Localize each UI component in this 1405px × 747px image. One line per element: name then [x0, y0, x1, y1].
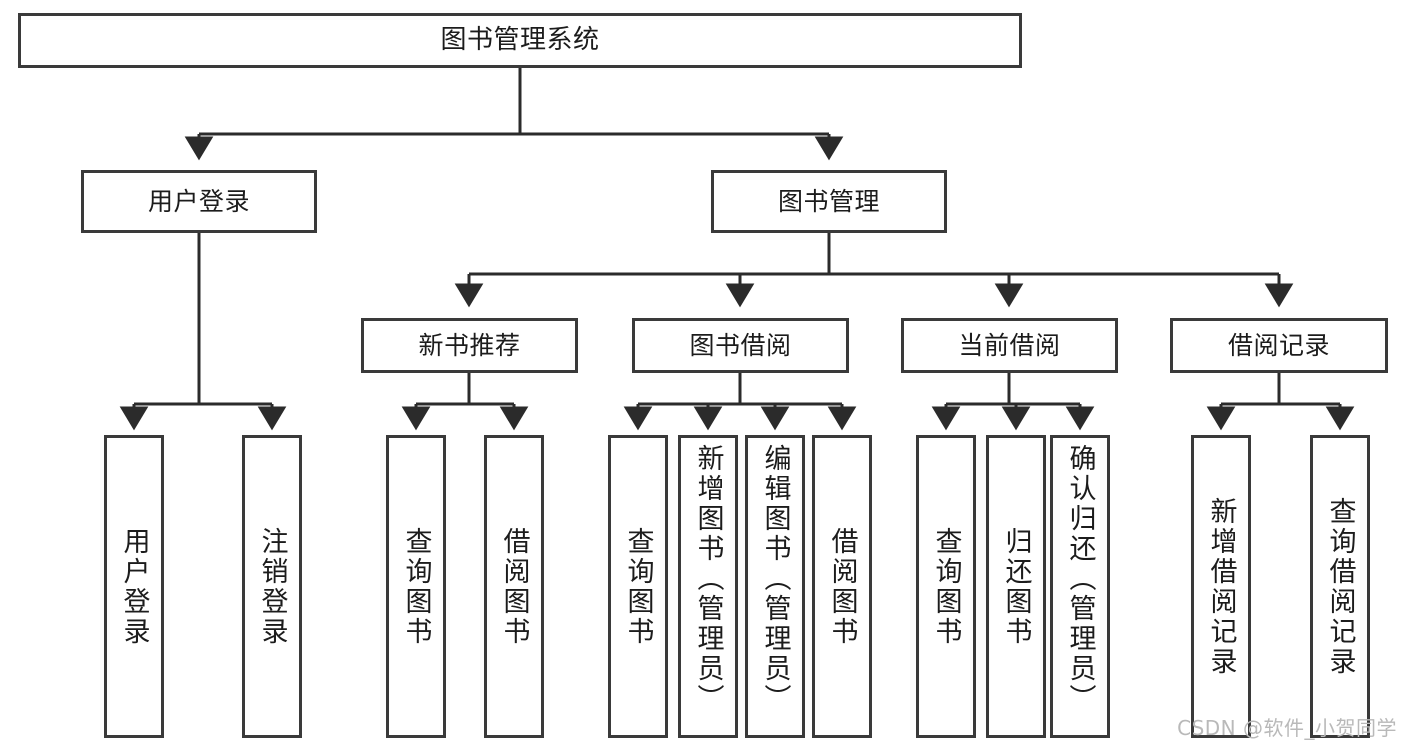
- node-label: 借阅图书: [826, 526, 858, 647]
- node-label: 查询图书: [930, 526, 962, 647]
- node-label: 注销登录: [256, 526, 288, 647]
- node-label: 新书推荐: [418, 330, 521, 360]
- node-leaf-return-book[interactable]: 归还图书: [986, 435, 1046, 738]
- node-leaf-borrow-book-recommendation[interactable]: 借阅图书: [484, 435, 544, 738]
- node-label: 当前借阅: [958, 330, 1061, 360]
- node-label: 新增借阅记录: [1205, 496, 1237, 677]
- node-leaf-query-book-borrowing[interactable]: 查询图书: [608, 435, 668, 738]
- node-leaf-add-book-admin[interactable]: 新增图书（管理员）: [678, 435, 738, 738]
- node-label: 查询借阅记录: [1324, 496, 1356, 677]
- node-user-login[interactable]: 用户登录: [81, 170, 317, 233]
- node-label: 归还图书: [1000, 526, 1032, 647]
- node-leaf-user-login[interactable]: 用户登录: [104, 435, 164, 738]
- node-leaf-query-book-current[interactable]: 查询图书: [916, 435, 976, 738]
- node-new-book-recommendation[interactable]: 新书推荐: [361, 318, 578, 373]
- node-root-book-management-system[interactable]: 图书管理系统: [18, 13, 1022, 68]
- node-book-borrowing[interactable]: 图书借阅: [632, 318, 849, 373]
- node-label: 借阅图书: [498, 526, 530, 647]
- node-borrowing-record[interactable]: 借阅记录: [1170, 318, 1388, 373]
- node-label: 用户登录: [118, 526, 150, 647]
- node-label: 查询图书: [622, 526, 654, 647]
- node-leaf-confirm-return-admin[interactable]: 确认归还（管理员）: [1050, 435, 1110, 738]
- node-label: 编辑图书（管理员）: [759, 444, 791, 714]
- node-leaf-query-book-recommendation[interactable]: 查询图书: [386, 435, 446, 738]
- node-leaf-user-logout[interactable]: 注销登录: [242, 435, 302, 738]
- node-label: 确认归还（管理员）: [1064, 444, 1096, 714]
- node-book-management[interactable]: 图书管理: [711, 170, 947, 233]
- node-label: 新增图书（管理员）: [692, 444, 724, 714]
- node-leaf-borrow-book[interactable]: 借阅图书: [812, 435, 872, 738]
- node-label: 借阅记录: [1227, 330, 1330, 360]
- node-current-borrowing[interactable]: 当前借阅: [901, 318, 1118, 373]
- node-label: 查询图书: [400, 526, 432, 647]
- node-leaf-edit-book-admin[interactable]: 编辑图书（管理员）: [745, 435, 805, 738]
- node-leaf-query-borrowing-record[interactable]: 查询借阅记录: [1310, 435, 1370, 738]
- node-label: 图书管理系统: [440, 25, 600, 56]
- node-label: 图书借阅: [689, 330, 792, 360]
- node-leaf-add-borrowing-record[interactable]: 新增借阅记录: [1191, 435, 1251, 738]
- node-label: 用户登录: [147, 186, 250, 216]
- csdn-watermark: CSDN @软件_小贺同学: [1177, 716, 1397, 740]
- node-label: 图书管理: [777, 186, 880, 216]
